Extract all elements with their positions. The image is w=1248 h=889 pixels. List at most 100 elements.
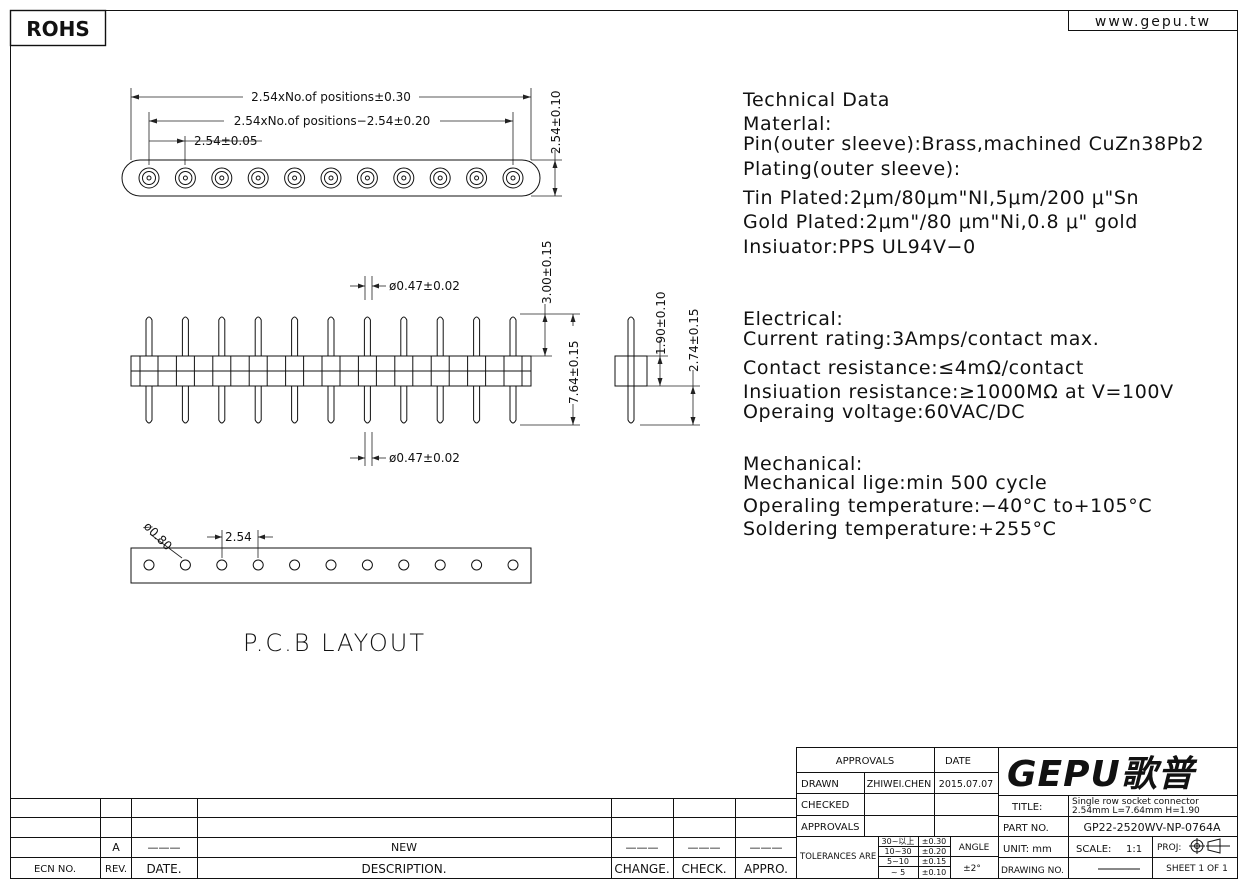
dim-tail-length: 2.74±0.15 xyxy=(687,309,701,373)
dim-upper-height: 3.00±0.15 xyxy=(540,241,554,305)
tech-line-0: Technical Data xyxy=(742,89,890,111)
elec-line-4: Operaing voltage:60VAC/DC xyxy=(743,401,1025,423)
title-block: APPROVALS DATE DRAWN ZHIWEI.CHEN 2015.07… xyxy=(796,747,1238,879)
contact-outer-ring xyxy=(284,167,306,189)
mech-line-1: Mechanical lige:min 500 cycle xyxy=(743,472,1047,494)
tb-angle-label: ANGLE xyxy=(959,843,990,853)
tb-tol-value-3: ±0.15 xyxy=(922,857,947,866)
tb-tol-range-1: 30~以上 xyxy=(882,837,915,846)
tb-checked-label: CHECKED xyxy=(801,800,850,811)
rev-header-ecn: ECN NO. xyxy=(34,864,76,875)
dim-total-height: 7.64±0.15 xyxy=(567,341,581,405)
pin-upper xyxy=(509,316,517,356)
front-view: ø0.47±0.02 ø0.47±0.02 3.00±0.15 7.64±0.1… xyxy=(130,241,581,466)
tb-tolerances-label: TOLERANCES ARE xyxy=(799,852,876,862)
tech-line-2: Pin(outer sleeve):Brass,machined CuZn38P… xyxy=(743,133,1204,155)
elec-line-1: Current rating:3Amps/contact max. xyxy=(743,328,1099,350)
contact-inner-ring xyxy=(433,171,448,185)
tb-title-line2: 2.54mm L=7.64mm H=1.90 xyxy=(1072,806,1200,816)
mech-line-0: Mechanical: xyxy=(743,453,863,475)
contact-inner-ring xyxy=(324,171,338,185)
tech-line-5: Gold Plated:2μm"/80 μm"Ni,0.8 μ" gold xyxy=(743,211,1138,233)
contact-hole xyxy=(292,175,298,181)
contact-outer-ring xyxy=(393,167,415,189)
pin-upper xyxy=(327,316,335,356)
pin-upper xyxy=(254,316,262,356)
pcb-holes xyxy=(143,559,519,571)
rohs-box xyxy=(9,9,107,47)
rev-header-change: CHANGE. xyxy=(614,862,669,876)
rev-header-desc: DESCRIPTION. xyxy=(361,862,446,876)
contact-hole xyxy=(182,175,188,181)
pcb-hole xyxy=(507,559,519,571)
contact-hole xyxy=(146,175,152,181)
rohs-label: ROHS xyxy=(26,17,90,41)
dim-total-length: 2.54xNo.of positions±0.30 xyxy=(251,90,411,104)
pin-lower xyxy=(473,386,481,424)
projection-symbol-icon xyxy=(1189,838,1230,854)
contact-outer-ring xyxy=(138,167,160,189)
contact-outer-ring xyxy=(356,167,378,189)
tech-line-6: Insiuator:PPS UL94V−0 xyxy=(743,236,976,258)
pin-upper xyxy=(363,316,371,356)
technical-data: Technical Data Materlal: Pin(outer sleev… xyxy=(742,89,1204,540)
contact-outer-ring xyxy=(247,167,269,189)
contact-inner-ring xyxy=(469,171,484,185)
tb-approvals-header: APPROVALS xyxy=(836,756,895,767)
rev-cell-rev: A xyxy=(112,841,120,854)
contact-outer-ring xyxy=(320,167,342,189)
revision-table: A ——— NEW ——— ——— ——— ECN NO. REV. DATE.… xyxy=(10,798,797,879)
pin-lower xyxy=(363,386,371,424)
pin-upper xyxy=(436,316,444,356)
pin-lower xyxy=(509,386,517,424)
dim-inner-length: 2.54xNo.of positions−2.54±0.20 xyxy=(234,114,430,128)
pin-lower xyxy=(327,386,335,424)
tech-line-1: Materlal: xyxy=(743,113,832,135)
website-box xyxy=(1068,10,1238,31)
pin-upper xyxy=(473,316,481,356)
tb-title-label: TITLE: xyxy=(1011,802,1042,813)
contact-outer-ring xyxy=(466,167,488,189)
pin-lower xyxy=(254,386,262,424)
gepu-logo: GEPU歌普 xyxy=(1007,754,1198,795)
pcb-hole xyxy=(179,559,191,571)
pcb-hole xyxy=(289,559,301,571)
contact-hole xyxy=(474,175,480,181)
top-view: 2.54xNo.of positions±0.30 2.54xNo.of pos… xyxy=(121,88,563,197)
tb-date-header: DATE xyxy=(945,756,971,767)
pcb-hole xyxy=(252,559,264,571)
pcb-hole xyxy=(471,559,483,571)
pin-lower xyxy=(291,386,299,424)
rev-header-rev: REV. xyxy=(105,864,127,875)
pcb-layout-view: ø0.80 2.54 xyxy=(130,519,532,584)
pcb-layout-label: P.C.B LAYOUT xyxy=(243,629,426,657)
tb-angle-value: ±2° xyxy=(963,864,981,874)
elec-line-2: Contact resistance:≤4mΩ/contact xyxy=(743,357,1084,379)
rev-header-appro: APPRO. xyxy=(744,862,788,876)
elec-line-0: Electrical: xyxy=(743,308,843,330)
contact-outer-ring xyxy=(211,167,233,189)
top-view-contacts xyxy=(138,167,524,189)
contact-inner-ring xyxy=(287,171,302,185)
dim-body-height: 1.90±0.10 xyxy=(654,292,668,356)
tb-drawn-date: 2015.07.07 xyxy=(939,779,993,790)
rev-header-date: DATE. xyxy=(146,862,181,876)
pcb-hole xyxy=(361,559,373,571)
website-url[interactable]: www.gepu.tw xyxy=(1095,14,1211,30)
tb-drawn-label: DRAWN xyxy=(801,779,839,790)
contact-hole xyxy=(510,175,516,181)
contact-outer-ring xyxy=(429,167,451,189)
tb-title-line1: Single row socket connector xyxy=(1072,797,1199,807)
pin-lower xyxy=(145,386,153,424)
rev-cell-check: ——— xyxy=(688,841,721,854)
pin-upper xyxy=(218,316,226,356)
dim-top-height: 2.54±0.10 xyxy=(549,91,563,155)
tb-tol-range-3: 5~10 xyxy=(887,857,909,866)
pcb-hole xyxy=(143,559,155,571)
contact-outer-ring xyxy=(174,167,196,189)
pin-lower xyxy=(400,386,408,424)
contact-hole xyxy=(364,175,370,181)
front-view-pins xyxy=(139,316,523,424)
contact-inner-ring xyxy=(251,171,266,185)
